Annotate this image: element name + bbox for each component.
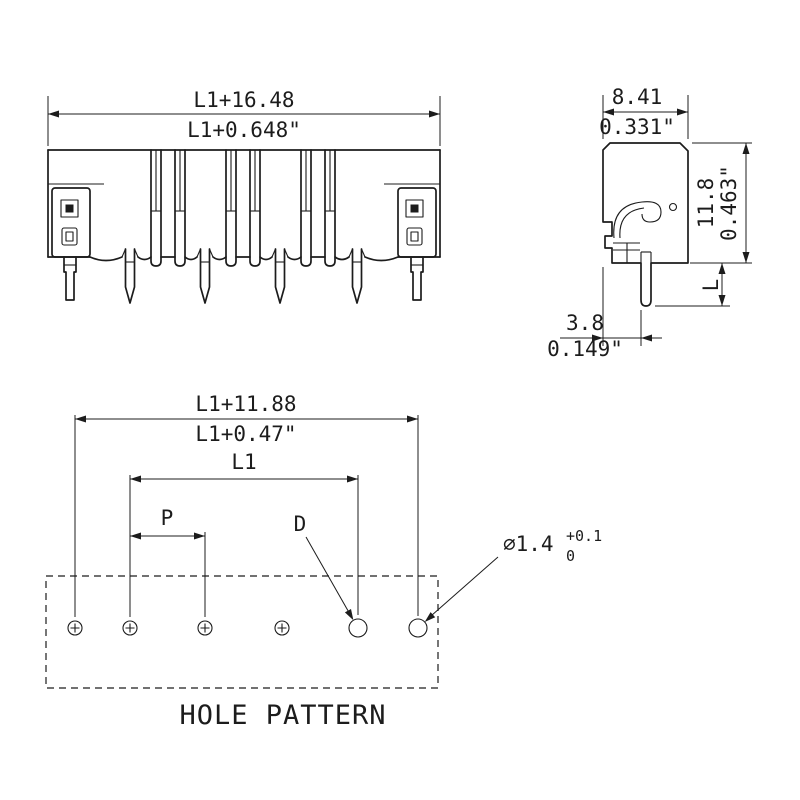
front-view: L1+16.48 L1+0.648" <box>47 88 441 304</box>
hole-diameter-callout: D <box>294 512 354 621</box>
side-pin-offset-dimension: 3.8 0.149" <box>547 267 662 361</box>
drill-diameter-value: ⌀1.4 <box>503 532 554 556</box>
hole-pattern-title: HOLE PATTERN <box>179 700 386 731</box>
side-pin-offset-dim-mm: 3.8 <box>566 311 604 335</box>
front-solder-pins <box>63 248 424 304</box>
side-pin-offset-dim-inch: 0.149" <box>547 337 623 361</box>
side-view-inner-detail <box>613 201 678 263</box>
hole-1 <box>67 620 83 636</box>
front-width-dimension: L1+16.48 L1+0.648" <box>47 88 441 146</box>
side-pin-length-dimension: L <box>655 263 730 307</box>
side-height-dim-inch: 0.463" <box>717 165 741 241</box>
hole-overall-dim-inch: L1+0.47" <box>195 422 296 446</box>
hole-pitch-label: P <box>161 506 174 530</box>
hole-5 <box>348 618 368 638</box>
side-width-dimension: 8.41 0.331" <box>599 85 689 139</box>
hole-pitch-dimension: P <box>130 506 206 617</box>
side-height-dim-mm: 11.8 <box>694 178 718 229</box>
front-contact-prongs <box>150 149 336 267</box>
hole-pattern-board-outline <box>45 575 439 689</box>
side-view-outline <box>602 142 689 307</box>
hole-4 <box>274 620 290 636</box>
front-left-clamp-block <box>51 187 91 258</box>
hole-diameter-label: D <box>294 512 307 536</box>
side-width-dim-inch: 0.331" <box>599 115 675 139</box>
side-height-dimension: 11.8 0.463" <box>690 142 752 264</box>
side-view: 8.41 0.331" 11.8 0.463" L 3.8 0.1 <box>547 85 752 361</box>
side-width-dim-mm: 8.41 <box>612 85 663 109</box>
hole-overall-dimension: L1+11.88 L1+0.47" <box>74 392 419 617</box>
drill-diameter-callout: ⌀1.4 +0.1 0 <box>424 527 602 622</box>
drill-tolerance-lower: 0 <box>566 547 575 565</box>
hole-2 <box>122 620 138 636</box>
drill-tolerance-upper: +0.1 <box>566 527 602 545</box>
front-view-body-outline <box>47 149 441 262</box>
hole-overall-dim-mm: L1+11.88 <box>195 392 296 416</box>
hole-span-label: L1 <box>231 450 256 474</box>
hole-span-dimension: L1 <box>129 450 359 617</box>
front-right-clamp-block <box>397 187 437 258</box>
hole-6 <box>408 618 428 638</box>
front-width-dim-mm: L1+16.48 <box>193 88 294 112</box>
side-pin-length-label: L <box>699 279 723 292</box>
hole-3 <box>197 620 213 636</box>
front-width-dim-inch: L1+0.648" <box>187 118 301 142</box>
side-view-pin-hole <box>668 202 678 212</box>
hole-pattern: L1+11.88 L1+0.47" L1 P D ⌀1.4 +0.1 0 <box>45 392 602 731</box>
